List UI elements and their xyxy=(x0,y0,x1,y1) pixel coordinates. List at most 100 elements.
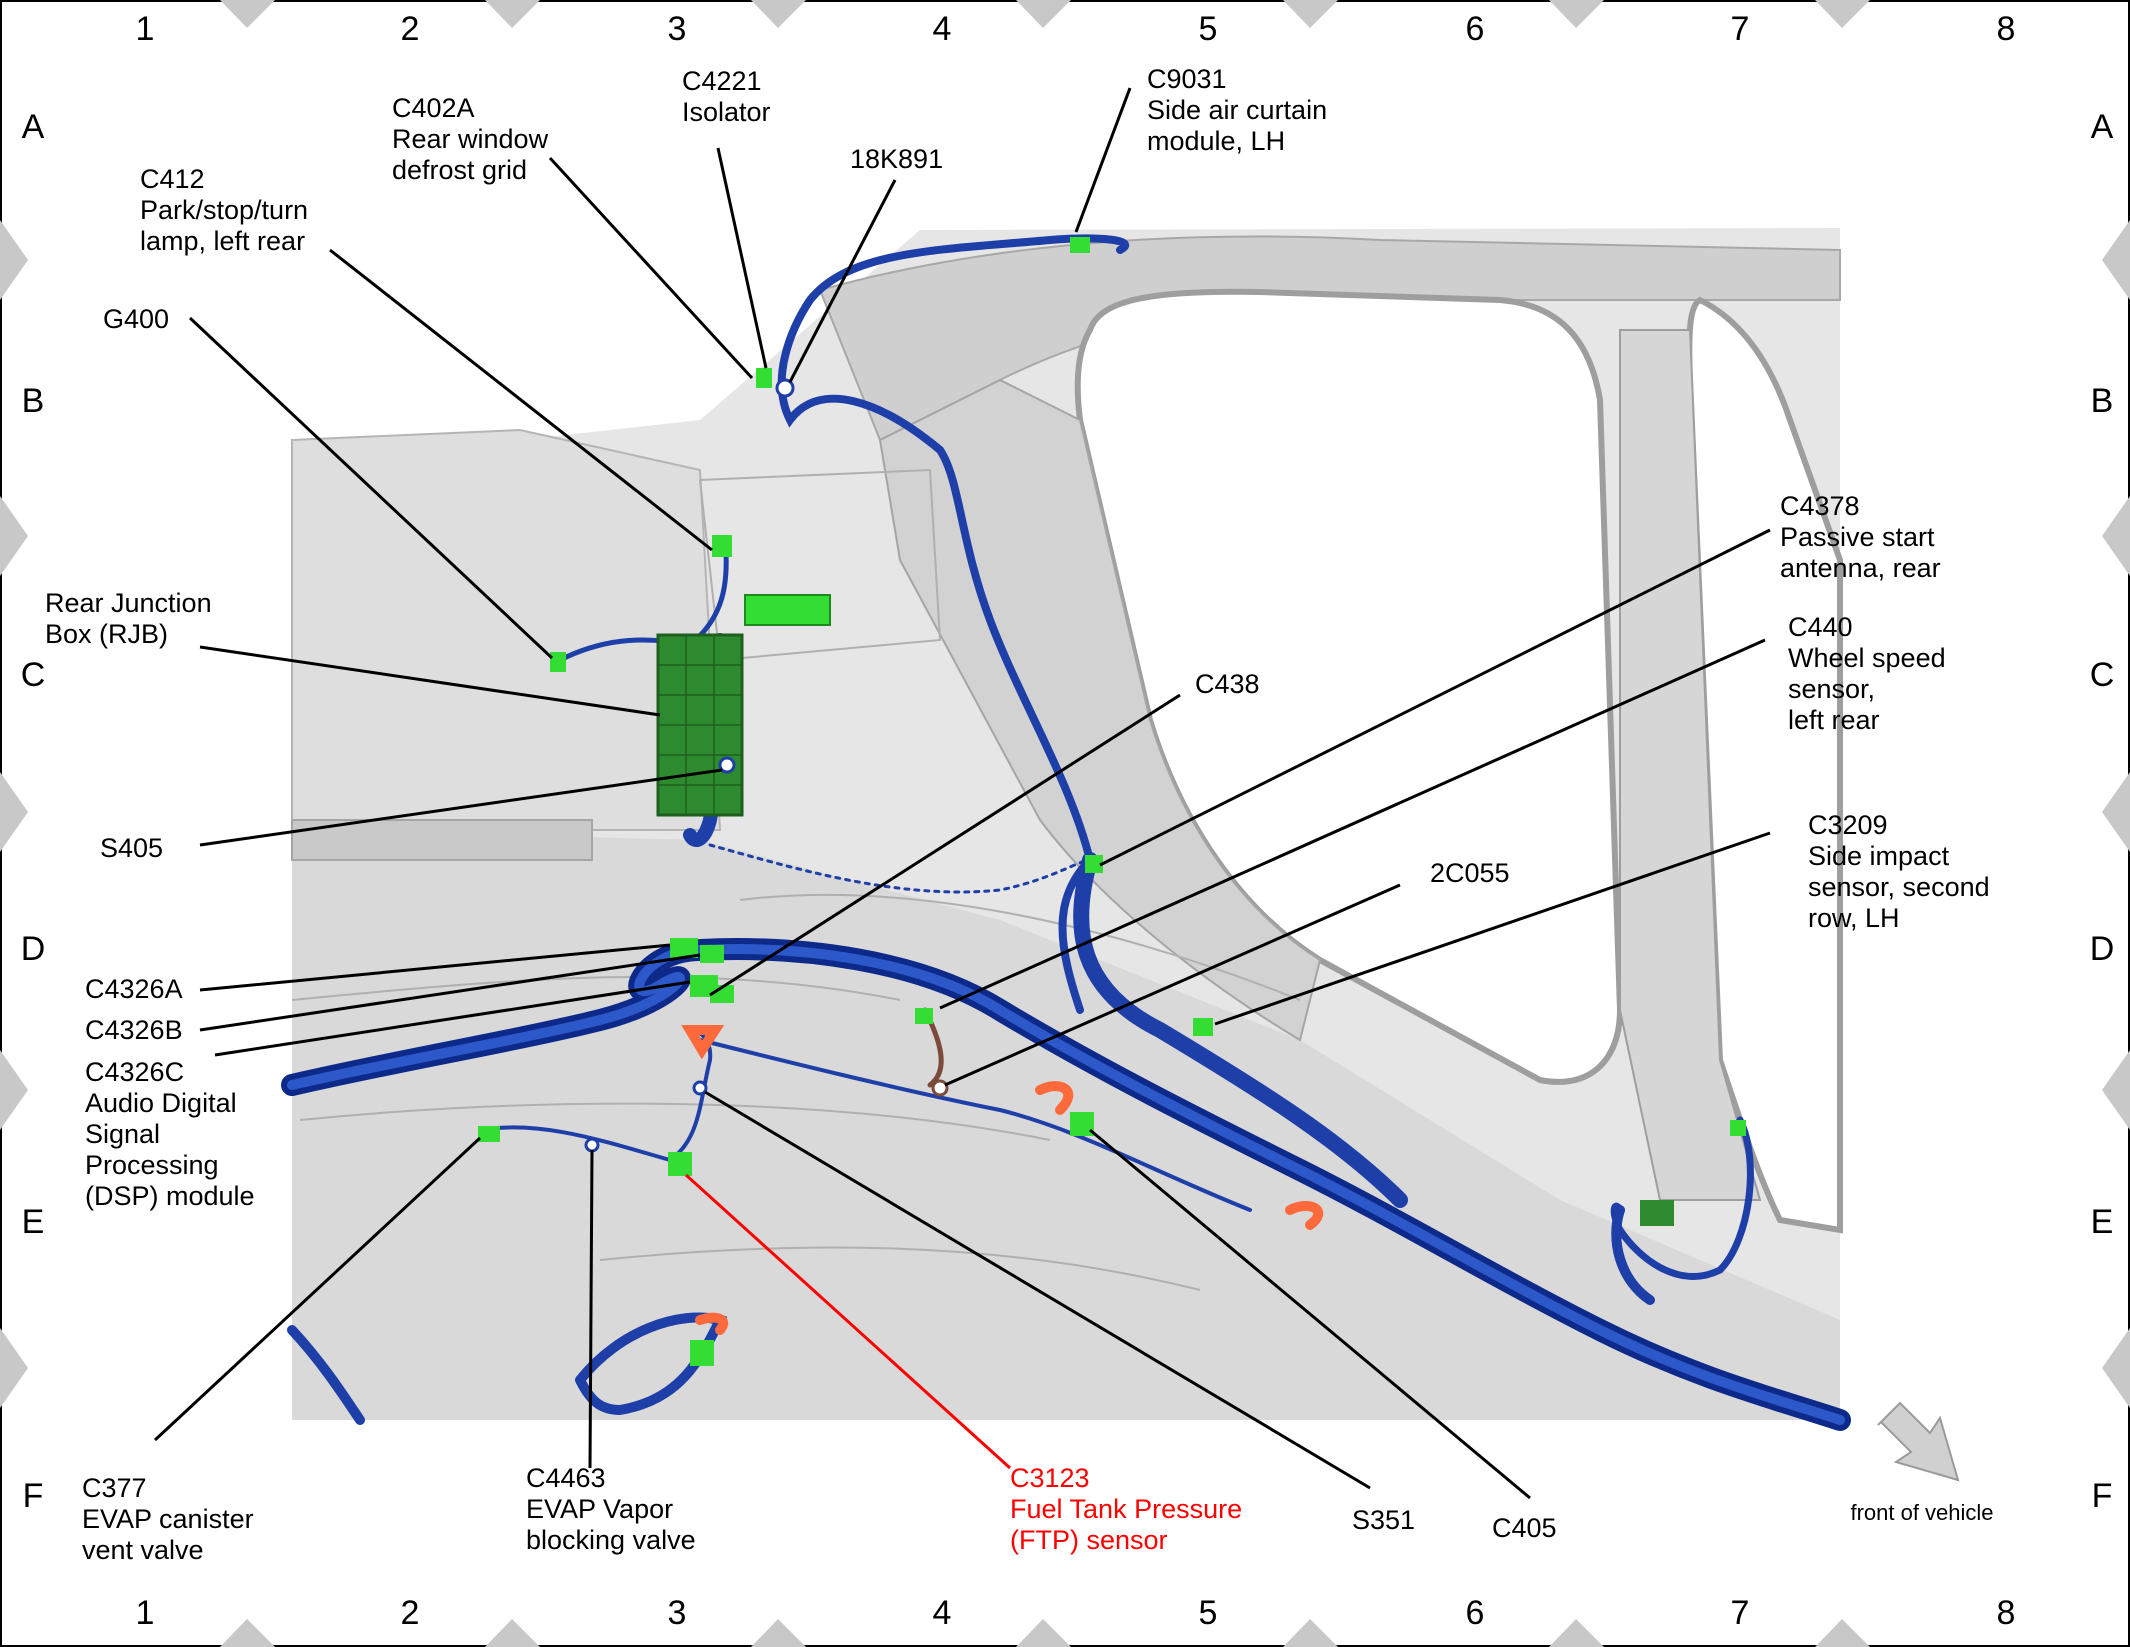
connector-c4326a xyxy=(670,938,698,958)
leader-rjb xyxy=(199,645,661,717)
b-pillar xyxy=(1619,329,1762,1201)
grid-col-8-bottom: 8 xyxy=(1997,1594,2016,1632)
grid-col-3-top: 3 xyxy=(668,10,687,48)
vacuum-line-4 xyxy=(695,1312,729,1335)
grid-col-5-top: 5 xyxy=(1199,10,1218,48)
callout-c405: C405 xyxy=(1492,1513,1557,1543)
callout-c3209: C3209 Side impact sensor, second row, LH xyxy=(1808,810,1997,933)
grid-row-labels-left: A B C D E F xyxy=(21,108,46,1515)
connector-c377 xyxy=(478,1126,500,1142)
splice-18k891 xyxy=(775,378,795,398)
grid-col-5-bottom: 5 xyxy=(1199,1594,1218,1632)
connector-c9031 xyxy=(1070,237,1090,253)
hidden-routing-dotted xyxy=(708,843,1092,894)
connector-c4221 xyxy=(756,368,772,388)
leader-c3123 xyxy=(684,1173,1012,1470)
connector-c3123 xyxy=(668,1152,692,1176)
rjb-grid xyxy=(658,635,742,815)
leader-c9031 xyxy=(1074,87,1132,233)
callout-c4221: C4221 Isolator xyxy=(682,66,771,127)
connector-c3209 xyxy=(1193,1018,1213,1036)
leader-c402a xyxy=(548,156,754,380)
connector-c405 xyxy=(1070,1112,1094,1136)
splice-s351 xyxy=(692,1080,708,1096)
grid-row-b-right: B xyxy=(2091,382,2114,420)
connector-c412 xyxy=(712,535,732,557)
connector-c4326b xyxy=(700,945,724,963)
grid-col-1-top: 1 xyxy=(136,10,155,48)
vacuum-line-2 xyxy=(1285,1201,1324,1230)
leader-c377 xyxy=(153,1136,482,1442)
front-of-vehicle-indicator: front of vehicle xyxy=(1850,1401,1994,1525)
grid-row-a-left: A xyxy=(22,108,45,146)
leader-c4326b xyxy=(199,953,701,1032)
grid-col-7-bottom: 7 xyxy=(1731,1594,1750,1632)
grid-col-4-bottom: 4 xyxy=(933,1594,952,1632)
grid-row-a-right: A xyxy=(2091,108,2114,146)
cargo-mesh-strip xyxy=(291,819,593,861)
grid-row-c-right: C xyxy=(2090,656,2115,694)
vacuum-line-1 xyxy=(1035,1081,1074,1115)
grid-col-6-top: 6 xyxy=(1466,10,1485,48)
connector-g400 xyxy=(550,652,566,672)
grid-row-d-left: D xyxy=(21,930,46,968)
grid-col-3-bottom: 3 xyxy=(668,1594,687,1632)
panel-detail-lines xyxy=(291,468,1301,1291)
main-floor-harness-highlight xyxy=(287,944,1845,1425)
left-edge-harness xyxy=(287,1325,365,1425)
callout-c377: C377 EVAP canister vent valve xyxy=(82,1473,261,1565)
callout-c4326b: C4326B xyxy=(85,1015,183,1045)
leader-c4326c xyxy=(214,980,691,1057)
components xyxy=(478,237,1746,1366)
grid-row-d-right: D xyxy=(2090,930,2115,968)
splice-c4463 xyxy=(584,1137,600,1153)
connector-rear-lower xyxy=(690,1340,714,1366)
grid-col-1-bottom: 1 xyxy=(136,1594,155,1632)
leader-c440 xyxy=(939,638,1766,1010)
callout-s351: S351 xyxy=(1352,1505,1415,1535)
c-pillar-harness xyxy=(777,234,1130,1014)
connector-b-pillar xyxy=(1730,1120,1746,1136)
callout-c9031: C9031 Side air curtain module, LH xyxy=(1147,64,1335,156)
callout-18k891: 18K891 xyxy=(850,144,943,174)
callout-labels: C4221 Isolator C9031 Side air curtain mo… xyxy=(45,64,1997,1565)
callout-c4326a: C4326A xyxy=(85,974,183,1004)
grid-col-2-bottom: 2 xyxy=(401,1594,420,1632)
splice-2c055 xyxy=(931,1079,949,1097)
leader-18k891 xyxy=(788,179,897,383)
front-of-vehicle-label: front of vehicle xyxy=(1850,1500,1993,1525)
leader-g400 xyxy=(188,316,554,660)
callout-c438: C438 xyxy=(1195,669,1260,699)
grid-col-8-top: 8 xyxy=(1997,10,2016,48)
callout-c440: C440 Wheel speed sensor, left rear xyxy=(1788,612,1953,735)
connector-b-pillar-lower xyxy=(1640,1200,1674,1226)
grid-row-f-right: F xyxy=(2092,1477,2113,1515)
grid-col-7-top: 7 xyxy=(1731,10,1750,48)
leader-c4221 xyxy=(716,147,768,369)
c-pillar-lower-harness xyxy=(1073,852,1408,1208)
front-arrow-icon xyxy=(1877,1401,1960,1482)
callout-rjb: Rear Junction Box (RJB) xyxy=(45,588,219,649)
callout-c4378: C4378 Passive start antenna, rear xyxy=(1780,491,1942,583)
leader-2c055 xyxy=(944,883,1401,1087)
evap-branch-harness xyxy=(698,1038,1252,1212)
callout-s405: S405 xyxy=(100,833,163,863)
grid-row-e-left: E xyxy=(22,1203,45,1241)
grid-column-labels-bottom: 1 2 3 4 5 6 7 8 xyxy=(136,1594,2016,1632)
grid-column-labels-top: 1 2 3 4 5 6 7 8 xyxy=(136,10,2016,48)
leader-c4378 xyxy=(1099,528,1771,867)
grid-row-labels-right: A B C D E F xyxy=(2090,108,2115,1515)
trunk-side-trim xyxy=(291,428,722,831)
callout-g400: G400 xyxy=(103,304,169,334)
grid-col-6-bottom: 6 xyxy=(1466,1594,1485,1632)
callout-2c055: 2C055 xyxy=(1430,858,1510,888)
callout-c4326c: C4326C Audio Digital Signal Processing (… xyxy=(85,1057,255,1211)
callout-c3123: C3123 Fuel Tank Pressure (FTP) sensor xyxy=(1010,1463,1250,1555)
grid-row-e-right: E xyxy=(2091,1203,2114,1241)
rjb-connector-bar xyxy=(744,594,831,626)
leader-s405 xyxy=(199,768,723,847)
grid-row-c-left: C xyxy=(21,656,46,694)
vehicle-illustration xyxy=(291,228,1843,1420)
